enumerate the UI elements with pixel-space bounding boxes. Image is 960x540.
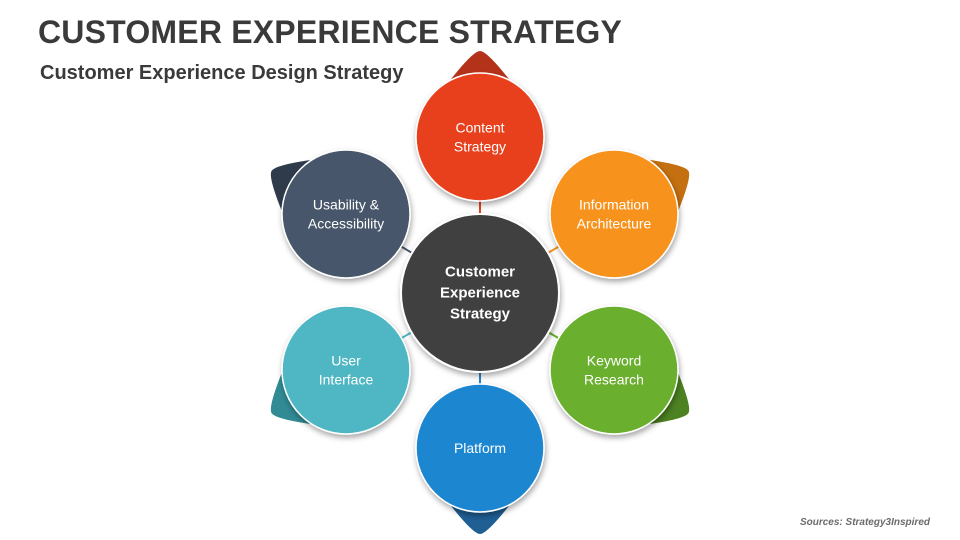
platform-node: Platform <box>415 383 545 513</box>
keyword-research-circle <box>549 305 679 435</box>
user-interface-label-line-2: Interface <box>319 372 374 388</box>
platform-label-line-1: Platform <box>454 440 506 456</box>
keyword-research-label-line-1: Keyword <box>587 353 641 369</box>
content-strategy-label-line-1: Content <box>455 120 504 136</box>
slide-subtitle: Customer Experience Design Strategy <box>40 62 404 84</box>
node-circles: ContentStrategyInformationArchitectureKe… <box>281 72 679 513</box>
information-architecture-circle <box>549 149 679 279</box>
content-strategy-label-line-2: Strategy <box>454 139 506 155</box>
center-hub-label-line-2: Experience <box>440 285 520 302</box>
source-note: Sources: Strategy3Inspired <box>799 517 930 528</box>
center-hub-label-line-1: Customer <box>445 264 515 281</box>
slide-title: CUSTOMER EXPERIENCE STRATEGY <box>38 14 623 50</box>
user-interface-circle <box>281 305 411 435</box>
content-strategy-circle <box>415 72 545 202</box>
usability-accessibility-label-line-2: Accessibility <box>308 216 384 232</box>
usability-accessibility-label-line-1: Usability & <box>313 197 380 213</box>
keyword-research-label-line-2: Research <box>584 372 644 388</box>
information-architecture-label-line-1: Information <box>579 197 649 213</box>
user-interface-label-line-1: User <box>331 353 361 369</box>
center-hub-label-line-3: Strategy <box>450 306 511 323</box>
platform-circle <box>415 383 545 513</box>
information-architecture-label-line-2: Architecture <box>577 216 652 232</box>
center-hub-circle <box>400 213 560 373</box>
usability-accessibility-circle <box>281 149 411 279</box>
usability-accessibility-node: Usability & Accessibility <box>281 149 411 279</box>
